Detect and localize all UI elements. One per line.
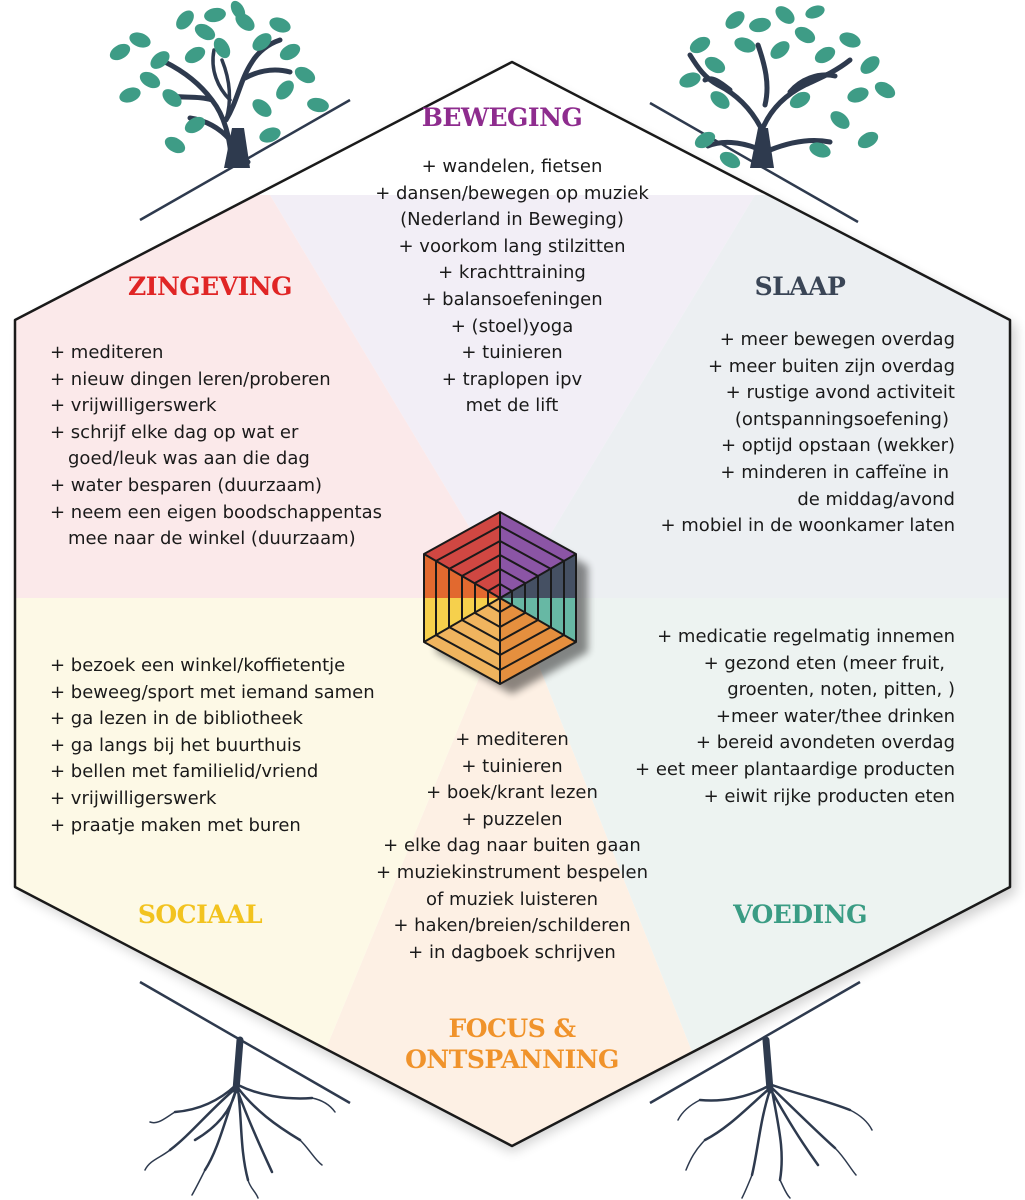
divider-bottom-left xyxy=(139,980,351,1105)
segment-slaap xyxy=(512,195,1010,598)
list-item: + gezond eten (meer fruit, xyxy=(703,652,945,674)
list-item: + bellen met familielid/vriend xyxy=(50,761,319,783)
list-item: + wandelen, fietsen xyxy=(421,156,603,177)
section-title-focus: FOCUS & ONTSPANNING xyxy=(352,1013,672,1075)
list-item: + tuinieren xyxy=(461,342,563,364)
list-item: + water besparen (duurzaam) xyxy=(50,474,323,496)
section-title-voeding: VOEDING xyxy=(733,900,867,929)
list-slaap: + meer bewegen overdag + meer buiten zij… xyxy=(600,327,955,540)
list-item: + elke dag naar buiten gaan xyxy=(383,835,641,857)
divider-bottom-right xyxy=(649,980,861,1105)
section-title-slaap: SLAAP xyxy=(754,272,846,301)
segment-beweging xyxy=(270,195,755,598)
list-item: groenten, noten, pitten, ) xyxy=(727,679,955,701)
roots-icon xyxy=(677,1036,873,1199)
list-item: + vrijwilligerswerk xyxy=(50,395,217,417)
list-focus: + mediteren + tuinieren + boek/krant lez… xyxy=(322,727,702,966)
list-item: + minderen in caffeïne in xyxy=(720,461,949,483)
roots-icon xyxy=(144,1036,336,1199)
list-item: + vrijwilligerswerk xyxy=(50,787,217,809)
list-item: + puzzelen xyxy=(461,808,563,830)
section-title-focus-line1: FOCUS & xyxy=(448,1014,576,1043)
list-item: + bezoek een winkel/koffietentje xyxy=(50,655,346,676)
list-item: + meer bewegen overdag xyxy=(719,329,955,350)
list-item: + rustige avond activiteit xyxy=(725,382,955,404)
section-title-sociaal: SOCIAAL xyxy=(137,900,263,929)
list-item: + boek/krant lezen xyxy=(426,782,598,804)
list-item: + (stoel)yoga xyxy=(450,315,574,337)
list-item: + krachttraining xyxy=(438,262,586,284)
segment-focus xyxy=(280,598,735,1146)
hexagon-outline xyxy=(13,60,1012,1148)
list-item: + eet meer plantaardige producten xyxy=(635,758,955,780)
list-item: + muziekinstrument bespelen xyxy=(375,861,648,883)
list-item: + traplopen ipv xyxy=(441,368,583,390)
list-item: + optijd opstaan (wekker) xyxy=(720,435,955,457)
list-item: + mobiel in de woonkamer laten xyxy=(660,515,955,537)
list-item: + mediteren xyxy=(455,729,569,750)
list-item: + beweeg/sport met iemand samen xyxy=(50,681,375,703)
list-item: (Nederland in Beweging) xyxy=(400,209,624,231)
list-item: + ga lezen in de bibliotheek xyxy=(50,708,303,730)
tree-icon xyxy=(109,0,329,168)
list-zingeving: + mediteren + nieuw dingen leren/probere… xyxy=(50,340,430,553)
list-item: goed/leuk was aan die dag xyxy=(68,448,310,470)
segment-zingeving xyxy=(15,195,512,598)
list-item: + eiwit rijke producten eten xyxy=(703,785,955,807)
list-item: + voorkom lang stilzitten xyxy=(398,235,626,257)
section-title-focus-line2: ONTSPANNING xyxy=(405,1045,619,1074)
list-item: + in dagboek schrijven xyxy=(408,941,616,963)
list-item: + bereid avondeten overdag xyxy=(695,732,955,754)
list-item: of muziek luisteren xyxy=(425,888,599,910)
list-item: + haken/breien/schilderen xyxy=(393,915,631,937)
list-sociaal: + bezoek een winkel/koffietentje + bewee… xyxy=(50,653,420,839)
list-item: mee naar de winkel (duurzaam) xyxy=(68,528,356,550)
central-hexagon-icon xyxy=(423,511,588,694)
list-item: + praatje maken met buren xyxy=(50,814,301,836)
tree-icon xyxy=(679,5,896,169)
section-title-zingeving: ZINGEVING xyxy=(128,272,293,301)
list-item: + tuinieren xyxy=(461,755,563,777)
section-title-beweging: BEWEGING xyxy=(421,103,583,132)
list-item: met de lift xyxy=(465,395,559,417)
list-item: + schrijf elke dag op wat er xyxy=(50,421,299,443)
list-beweging: + wandelen, fietsen + dansen/bewegen op … xyxy=(337,154,687,420)
list-item: + meer buiten zijn overdag xyxy=(708,355,955,377)
list-item: + ga langs bij het buurthuis xyxy=(50,734,302,756)
list-item: + mediteren xyxy=(50,342,164,363)
list-item: + nieuw dingen leren/proberen xyxy=(50,368,331,390)
list-item: de middag/avond xyxy=(797,488,955,510)
list-item: + dansen/bewegen op muziek xyxy=(375,182,649,204)
list-item: + medicatie regelmatig innemen xyxy=(657,626,955,647)
list-voeding: + medicatie regelmatig innemen + gezond … xyxy=(580,624,955,810)
list-item: (ontspanningsoefening) xyxy=(734,408,949,430)
list-item: + neem een eigen boodschappentas xyxy=(50,501,382,523)
list-item: +meer water/thee drinken xyxy=(715,705,955,727)
list-item: + balansoefeningen xyxy=(421,288,603,310)
